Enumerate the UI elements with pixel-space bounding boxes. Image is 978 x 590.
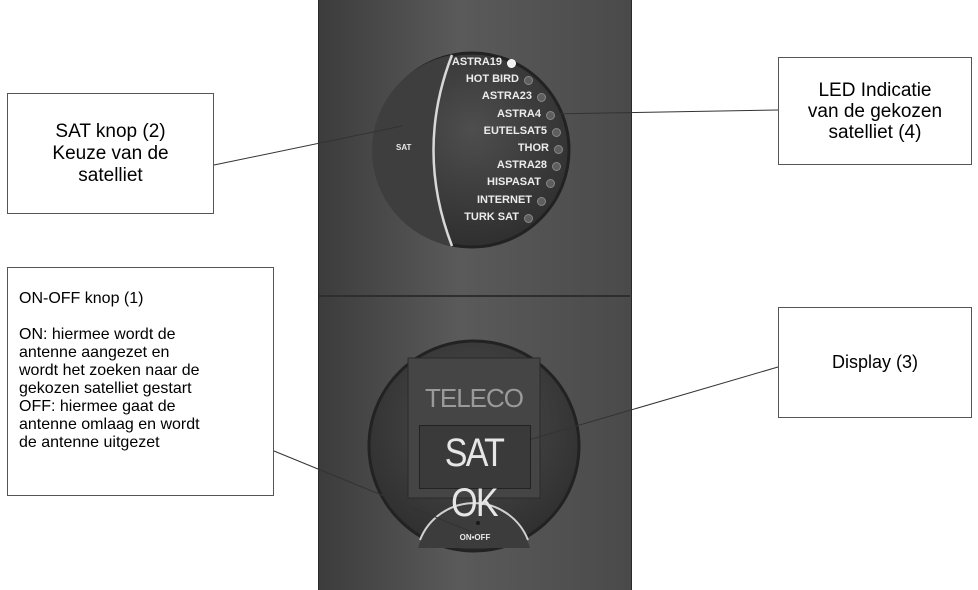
callout-line: de antenne uitgezet xyxy=(19,434,160,451)
callout-line: SAT knop (2) xyxy=(55,120,166,142)
display-text: SAT OK xyxy=(444,431,505,525)
display-screen xyxy=(419,425,531,489)
led-label: TURK SAT xyxy=(464,210,519,223)
leader-led xyxy=(549,109,779,115)
leader-display xyxy=(524,366,779,442)
callout-line: antenne omlaag en wordt xyxy=(19,416,200,433)
led-indicator-dot xyxy=(546,179,555,189)
sat-button-label: SAT xyxy=(396,143,412,152)
display-brand: TELECO xyxy=(424,383,524,413)
led-label: HISPASAT xyxy=(487,176,541,189)
led-indicator-dot xyxy=(554,145,563,154)
callout-line: wordt het zoeken naar de xyxy=(19,362,200,379)
onoff-button-highlight xyxy=(419,502,529,541)
callout-line: Display (3) xyxy=(831,352,919,372)
led-indicator-dot xyxy=(546,110,555,120)
callout-display: Display (3) xyxy=(778,307,972,418)
leader-onoff xyxy=(273,450,473,533)
callout-line: ON: hiermee wordt de xyxy=(19,326,176,343)
led-label: THOR xyxy=(517,142,549,154)
callout-line: LED Indicatie xyxy=(818,79,932,101)
led-indicator-dot xyxy=(507,59,516,68)
led-indicator-dot xyxy=(524,76,533,86)
led-label: ASTRA23 xyxy=(481,90,532,103)
sat-button-highlight xyxy=(432,54,454,247)
led-indicator-dot xyxy=(524,213,533,223)
leader-sat xyxy=(213,125,403,166)
panel-divider xyxy=(318,295,630,297)
led-label: INTERNET xyxy=(477,193,532,206)
sat-button[interactable] xyxy=(371,55,452,246)
led-label: EUTELSAT5 xyxy=(483,124,547,137)
onoff-indicator-dot xyxy=(476,521,480,525)
onoff-button-label: ON•OFF xyxy=(459,533,491,542)
led-indicator-dot xyxy=(537,93,546,103)
led-indicator-dot xyxy=(537,196,546,206)
callout-led-indication: LED Indicatie van de gekozen satelliet (… xyxy=(778,57,972,165)
led-indicator-dot xyxy=(552,127,561,137)
callout-sat-button: SAT knop (2) Keuze van de satelliet xyxy=(7,93,214,214)
callout-line: gekozen satelliet gestart xyxy=(19,380,192,397)
callout-line: OFF: hiermee gaat de xyxy=(19,398,176,415)
led-label: ASTRA4 xyxy=(496,107,541,120)
callout-line: satelliet (4) xyxy=(828,121,922,143)
callout-title: ON-OFF knop (1) xyxy=(19,290,144,307)
callout-line: satelliet xyxy=(78,164,143,186)
led-label: ASTRA19 xyxy=(451,56,502,68)
led-label: ASTRA28 xyxy=(496,159,547,172)
onoff-button[interactable] xyxy=(418,505,530,548)
callout-onoff-button: ON-OFF knop (1) ON: hiermee wordt de ant… xyxy=(7,267,274,496)
callout-line: van de gekozen xyxy=(807,100,943,122)
callout-line: Keuze van de xyxy=(52,142,169,164)
led-label: HOT BIRD xyxy=(465,73,519,86)
led-indicator-dot xyxy=(552,162,561,172)
callout-line: antenne aangezet en xyxy=(19,344,170,361)
